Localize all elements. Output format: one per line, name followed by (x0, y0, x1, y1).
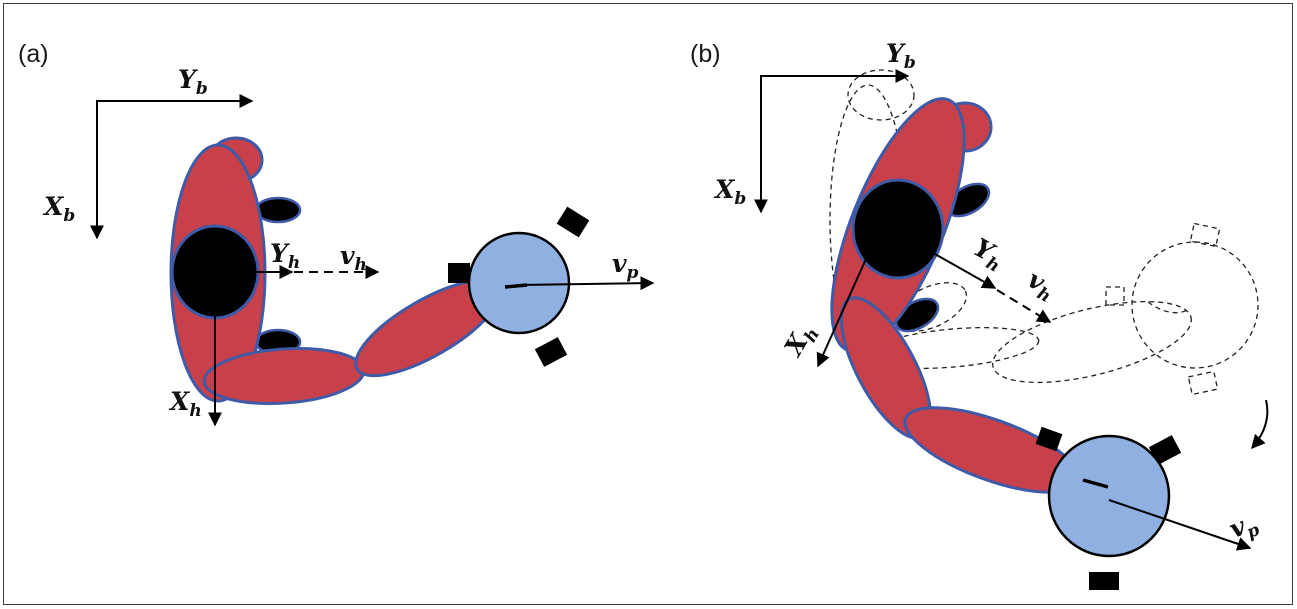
panel-a-robot (448, 206, 590, 367)
panel-a-base-frame: Yb Xb (42, 65, 254, 240)
panel-a-wheel-bottom (534, 337, 568, 367)
panel-a: (a) Yb Xb Y (18, 40, 655, 427)
panel-b-xh-label-wrap: Xh (778, 318, 824, 364)
panel-b-rotation-arrow (1251, 399, 1269, 450)
panel-b-human (830, 97, 1081, 494)
panel-a-vp-label: vp (612, 249, 639, 283)
panel-b-xh-axis (816, 249, 871, 368)
panel-a-human (169, 136, 502, 406)
panel-b: (b) Yb Xb (690, 39, 1269, 590)
panel-b-robot-body (1047, 434, 1171, 558)
panel-a-vh-label: vh (340, 241, 367, 275)
panel-b-vh-label: vh (1021, 264, 1061, 307)
panel-b-vh-arrow (996, 289, 1052, 323)
panel-b-yh-label: Yh (967, 233, 1010, 277)
panel-b-ghost-wheel-bottom (1187, 370, 1219, 396)
panel-a-vp-arrow (518, 276, 655, 291)
panel-b-wheel-bottom (1089, 572, 1119, 590)
panel-a-xh-label: Xh (168, 387, 202, 421)
panel-b-ghost-wheel-top (1189, 222, 1221, 248)
panel-b-yb-label: Yb (886, 39, 916, 73)
panel-a-wheel-top (556, 206, 590, 238)
panel-a-robot-body (467, 231, 571, 335)
panel-b-handle (1082, 478, 1109, 489)
panel-b-ghost-wheel-left (1105, 286, 1125, 306)
panel-a-foot-top (254, 196, 302, 224)
panel-b-head (851, 178, 945, 280)
panel-b-ghost-handle (1147, 301, 1189, 314)
panel-b-yh-label-wrap: Yh (967, 233, 1010, 277)
panel-b-ghost-shoulder (847, 69, 915, 121)
panel-b-base-frame: Yb Xb (713, 39, 916, 214)
panel-b-vh-label-wrap: vh (1021, 264, 1061, 307)
panel-b-ghost-forearm (992, 300, 1192, 384)
panel-a-label: (a) (18, 40, 49, 68)
panel-b-wheel-right (1148, 435, 1182, 465)
panel-b-label: (b) (690, 40, 721, 68)
panel-a-yh-label: Yh (270, 239, 300, 273)
panel-a-yb-label: Yb (178, 65, 208, 99)
panel-a-xb-label: Xb (42, 192, 75, 226)
panel-a-wheel-left (448, 263, 470, 283)
panel-b-robot (1035, 426, 1182, 590)
panel-b-ghost-robot (1131, 241, 1259, 369)
panel-b-xh-label: Xh (778, 318, 824, 364)
panel-b-yh-axis (934, 253, 997, 289)
panel-b-xb-label: Xb (713, 175, 746, 209)
panel-b-wheel-top (1035, 426, 1063, 452)
panel-b-vp-arrow (1108, 499, 1252, 551)
